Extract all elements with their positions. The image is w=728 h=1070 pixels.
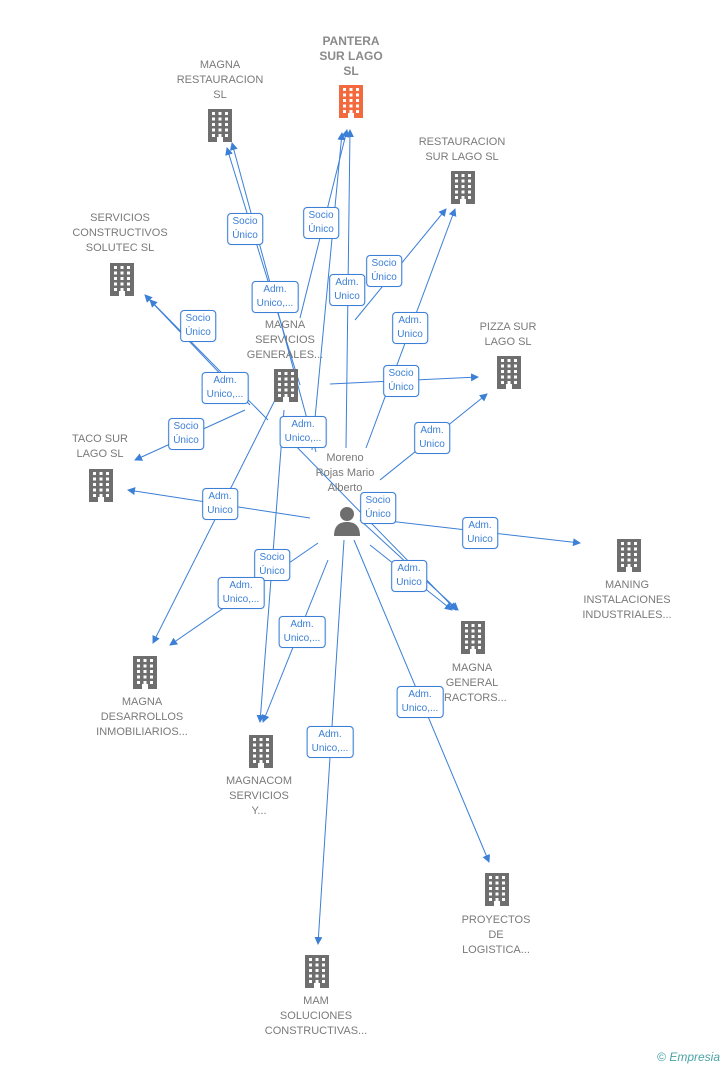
edge-label-role[interactable]: Adm. Unico: [462, 517, 498, 549]
brand-logo: Empresia: [669, 1050, 720, 1064]
building-icon: [107, 262, 137, 296]
building-icon: [448, 170, 478, 204]
edge-label-role[interactable]: Adm. Unico: [202, 488, 238, 520]
company-name: PANTERA SUR LAGO SL: [319, 34, 383, 78]
building-icon: [614, 538, 644, 572]
company-name: PROYECTOS DE LOGISTICA...: [461, 914, 531, 956]
edge-label-role[interactable]: Adm. Unico: [391, 560, 427, 592]
edge-label-role[interactable]: Socio Único: [227, 213, 263, 245]
company-name: MANING INSTALACIONES INDUSTRIALES...: [582, 579, 672, 621]
building-icon: [494, 355, 524, 389]
building-icon: [246, 734, 276, 768]
edge-label-role[interactable]: Socio Único: [366, 255, 402, 287]
company-name: MAGNA GENERAL TRACTORS...: [437, 662, 507, 704]
footer-credit: © Empresia: [657, 1050, 720, 1064]
person-icon: [334, 507, 360, 536]
edge-label-role[interactable]: Socio Único: [383, 365, 419, 397]
company-name: TACO SUR LAGO SL: [71, 433, 129, 460]
edge-label-role[interactable]: Socio Único: [360, 492, 396, 524]
edge-label-role[interactable]: Adm. Unico,...: [217, 577, 265, 609]
building-icon: [336, 84, 366, 118]
building-icon: [205, 108, 235, 142]
edge-label-role[interactable]: Adm. Unico,...: [251, 281, 299, 313]
building-icon: [271, 368, 301, 402]
edge-label-role[interactable]: Adm. Unico: [392, 312, 428, 344]
copyright-icon: ©: [657, 1050, 666, 1064]
building-icon: [302, 954, 332, 988]
relation-edge: [311, 132, 346, 451]
company-name: MAGNA RESTAURACION SL: [176, 59, 264, 101]
edge-label-role[interactable]: Adm. Unico: [414, 422, 450, 454]
edge-label-role[interactable]: Adm. Unico,...: [306, 726, 354, 758]
edge-label-role[interactable]: Adm. Unico,...: [396, 686, 444, 718]
relation-edge: [225, 147, 301, 386]
relation-edge: [152, 399, 276, 644]
edge-label-role[interactable]: Adm. Unico: [329, 274, 365, 306]
company-name: MAGNA DESARROLLOS INMOBILIARIOS...: [96, 696, 188, 738]
edge-label-role[interactable]: Socio Único: [168, 418, 204, 450]
company-name: MAGNACOM SERVICIOS Y...: [226, 775, 292, 817]
company-name: RESTAURACION SUR LAGO SL: [418, 136, 506, 163]
edge-label-role[interactable]: Socio Único: [303, 207, 339, 239]
company-name: PIZZA SUR LAGO SL: [479, 321, 537, 348]
edge-label-role[interactable]: Socio Único: [180, 310, 216, 342]
building-icon: [130, 655, 160, 689]
company-name: MAGNA SERVICIOS GENERALES...: [246, 319, 324, 361]
edge-label-role[interactable]: Adm. Unico,...: [279, 416, 327, 448]
company-name: MAM SOLUCIONES CONSTRUCTIVAS...: [264, 995, 368, 1037]
edge-label-role[interactable]: Adm. Unico,...: [278, 616, 326, 648]
edge-label-role[interactable]: Socio Único: [254, 549, 290, 581]
building-icon: [86, 468, 116, 502]
building-icon: [458, 620, 488, 654]
relation-edge: [289, 439, 457, 611]
edge-label-role[interactable]: Adm. Unico,...: [201, 372, 249, 404]
company-name: SERVICIOS CONSTRUCTIVOS SOLUTEC SL: [72, 212, 168, 254]
building-icon: [482, 872, 512, 906]
person-name: Moreno Rojas Mario Alberto: [315, 452, 375, 494]
